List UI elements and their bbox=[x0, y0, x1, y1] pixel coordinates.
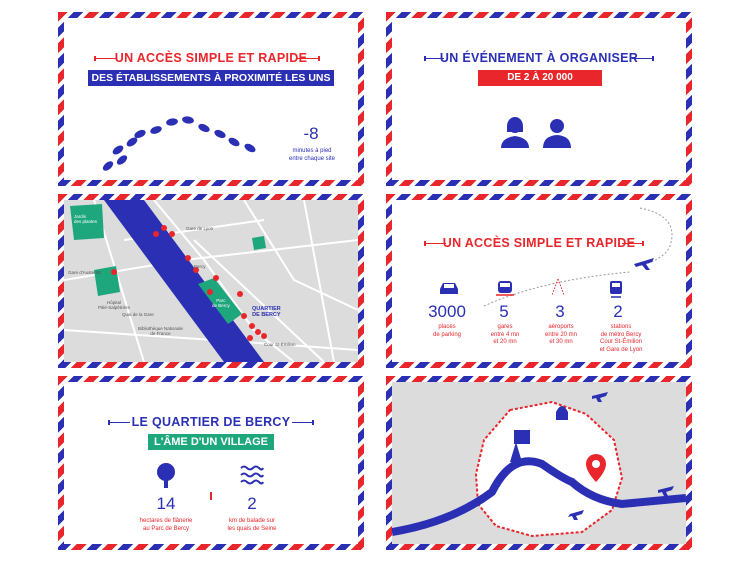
card-acces-transport: UN ACCÈS SIMPLE ET RAPIDE 3000 5 3 2 pla… bbox=[386, 194, 692, 368]
waves-icon bbox=[240, 465, 264, 485]
woman-icon bbox=[501, 117, 529, 148]
paris-map bbox=[392, 382, 686, 544]
card1-banner: DES ÉTABLISSEMENTS À PROXIMITÉ LES UNS D… bbox=[88, 70, 334, 100]
car-icon bbox=[440, 283, 458, 294]
airplane-icon bbox=[634, 258, 654, 270]
eiffel-tower-icon bbox=[510, 442, 522, 462]
caption-line: entre chaque site bbox=[288, 155, 336, 162]
airplane-icon-south bbox=[568, 510, 584, 520]
title-rule-right bbox=[292, 420, 314, 425]
card-paris-map bbox=[386, 376, 692, 550]
title-rule-right bbox=[622, 241, 644, 246]
park-jardin-plantes bbox=[70, 204, 104, 240]
arc-de-triomphe-icon bbox=[514, 430, 530, 444]
card-acces-simple: UN ACCÈS SIMPLE ET RAPIDE DES ÉTABLISSEM… bbox=[58, 12, 364, 186]
stat-aeroports: 3 bbox=[555, 302, 565, 321]
stat-parking: 3000 bbox=[428, 302, 466, 321]
airport-icon bbox=[551, 278, 565, 296]
airplane-icon bbox=[592, 392, 608, 402]
card1-caption: minutes à pied entre chaque site bbox=[282, 148, 342, 163]
tree-icon bbox=[157, 463, 175, 488]
map-graphics bbox=[64, 200, 358, 362]
stat-hectares: 14 bbox=[156, 494, 176, 513]
paris-graphics bbox=[392, 392, 686, 538]
card1-title: UN ACCÈS SIMPLE ET RAPIDE bbox=[114, 51, 308, 65]
card-evenement: UN ÉVÉNEMENT À ORGANISER DE 2 À 20 000 P… bbox=[386, 12, 692, 186]
title-rule-left bbox=[108, 420, 130, 425]
stat-gares: 5 bbox=[499, 302, 509, 321]
sacre-coeur-icon bbox=[556, 406, 568, 420]
metro-icon bbox=[610, 281, 622, 298]
stat-metro: 2 bbox=[613, 302, 623, 321]
card2-banner: DE 2 À 20 000 PERSONNES ? bbox=[478, 70, 602, 99]
card5-title: LE QUARTIER DE BERCY bbox=[131, 415, 291, 429]
title-rule-left bbox=[424, 56, 444, 61]
card1-stat: -8 bbox=[303, 124, 319, 143]
card4-title: UN ACCÈS SIMPLE ET RAPIDE bbox=[442, 236, 636, 250]
label-st-emilion: Cour St-Émilion bbox=[264, 342, 296, 347]
label-gare-lyon: Gare de Lyon bbox=[186, 226, 214, 231]
title-rule-right bbox=[296, 56, 320, 61]
label-quai-gare: Quai de la Gare bbox=[122, 312, 154, 317]
title-rule-left bbox=[424, 241, 446, 246]
card5-banner: L'ÂME D'UN VILLAGE bbox=[148, 434, 274, 450]
divider bbox=[210, 492, 212, 500]
card-quartier-bercy: LE QUARTIER DE BERCY L'ÂME D'UN VILLAGE … bbox=[58, 376, 364, 550]
airplane-icon-east bbox=[658, 486, 674, 496]
caption-line: minutes à pied bbox=[292, 148, 332, 154]
river-seine bbox=[104, 200, 264, 362]
label-gare-austerlitz: Gare d'Austerlitz bbox=[68, 270, 102, 275]
river-seine bbox=[392, 457, 686, 536]
train-icon bbox=[496, 281, 514, 296]
footprints-icon bbox=[102, 116, 256, 171]
label-bercy: Bercy bbox=[194, 264, 206, 269]
card2-title: UN ÉVÉNEMENT À ORGANISER bbox=[439, 51, 639, 65]
stat-km: 2 bbox=[247, 494, 257, 513]
man-icon bbox=[543, 119, 571, 148]
dotted-route bbox=[483, 271, 631, 307]
title-rule-left bbox=[94, 56, 116, 61]
title-rule-right bbox=[632, 56, 654, 61]
